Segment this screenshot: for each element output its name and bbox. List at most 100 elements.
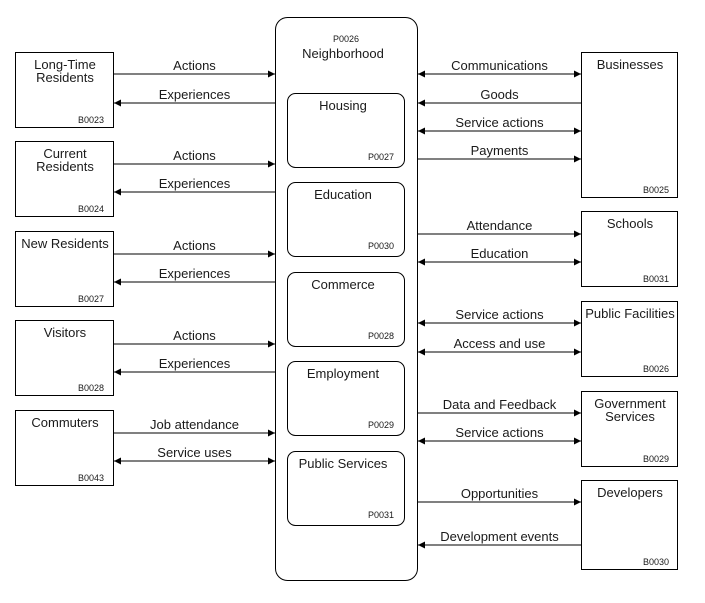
flow-developers-1: Development events [418,529,581,549]
flow-schools-0: Attendance [418,218,581,238]
flow-label: Goods [480,87,519,102]
entity-frame [15,410,114,486]
flow-label: Data and Feedback [443,397,557,412]
container-code: P0026 [333,34,359,44]
entity-label: Visitors [44,325,87,340]
arrow-head-icon [574,409,581,417]
entity-label: Residents [36,70,94,85]
flow-current-residents-0: Actions [114,148,275,168]
process-frame [287,451,405,526]
arrow-head-icon [574,230,581,238]
entity-frame [581,391,678,467]
process-frame [287,182,405,257]
arrow-head-icon [418,348,425,356]
arrow-head-icon [418,70,425,78]
flow-government-services-1: Service actions [418,425,581,445]
process-code: P0028 [368,331,394,341]
flow-label: Service actions [455,115,544,130]
flow-visitors-0: Actions [114,328,275,348]
arrow-head-icon [418,319,425,327]
flow-label: Actions [173,58,216,73]
arrow-head-icon [114,457,121,465]
arrow-head-icon [574,319,581,327]
arrow-head-icon [418,127,425,135]
entity-frame [15,320,114,396]
flow-label: Development events [440,529,559,544]
flow-developers-0: Opportunities [418,486,581,506]
arrow-head-icon [418,258,425,266]
entity-code: B0029 [643,454,669,464]
entity-label: Commuters [31,415,99,430]
flow-label: Access and use [454,336,546,351]
arrow-head-icon [114,188,121,196]
flow-label: Experiences [159,266,231,281]
arrow-head-icon [574,348,581,356]
entity-code: B0024 [78,204,104,214]
flow-label: Job attendance [150,417,239,432]
flow-public-facilities-1: Access and use [418,336,581,356]
arrow-head-icon [418,437,425,445]
process-label: Public Services [299,456,388,471]
flow-visitors-1: Experiences [114,356,275,376]
process-label: Commerce [311,277,375,292]
flow-label: Payments [471,143,529,158]
flow-new-residents-0: Actions [114,238,275,258]
boxes-layer: P0026NeighborhoodHousingP0027EducationP0… [15,17,678,581]
flow-label: Actions [173,328,216,343]
process-frame [287,272,405,347]
entity-code: B0026 [643,364,669,374]
entity-label: Services [605,409,655,424]
process-code: P0031 [368,510,394,520]
arrow-head-icon [574,437,581,445]
entity-label: Government [594,396,666,411]
flow-long-time-residents-0: Actions [114,58,275,78]
entity-code: B0031 [643,274,669,284]
flow-commuters-1: Service uses [114,445,275,465]
flow-label: Experiences [159,87,231,102]
entity-code: B0027 [78,294,104,304]
flow-long-time-residents-1: Experiences [114,87,275,107]
entity-code: B0030 [643,557,669,567]
process-label: Education [314,187,372,202]
arrow-head-icon [574,258,581,266]
arrow-head-icon [114,278,121,286]
process-frame [287,93,405,168]
flow-businesses-3: Payments [418,143,581,163]
entity-label: Schools [607,216,654,231]
flow-new-residents-1: Experiences [114,266,275,286]
flow-current-residents-1: Experiences [114,176,275,196]
arrow-head-icon [574,127,581,135]
arrow-head-icon [574,70,581,78]
entity-frame [581,52,678,198]
entity-label: Long-Time [34,57,96,72]
flow-label: Communications [451,58,548,73]
flow-label: Service uses [157,445,232,460]
process-frame [287,361,405,436]
flow-government-services-0: Data and Feedback [418,397,581,417]
entity-code: B0043 [78,473,104,483]
entity-label: Developers [597,485,663,500]
arrow-head-icon [268,70,275,78]
entity-frame [15,231,114,307]
flow-label: Actions [173,238,216,253]
arrow-head-icon [114,99,121,107]
arrow-head-icon [574,155,581,163]
process-code: P0029 [368,420,394,430]
flow-label: Experiences [159,356,231,371]
entity-frame [15,52,114,128]
entity-frame [15,141,114,217]
flow-businesses-1: Goods [418,87,581,107]
arrow-head-icon [418,99,425,107]
